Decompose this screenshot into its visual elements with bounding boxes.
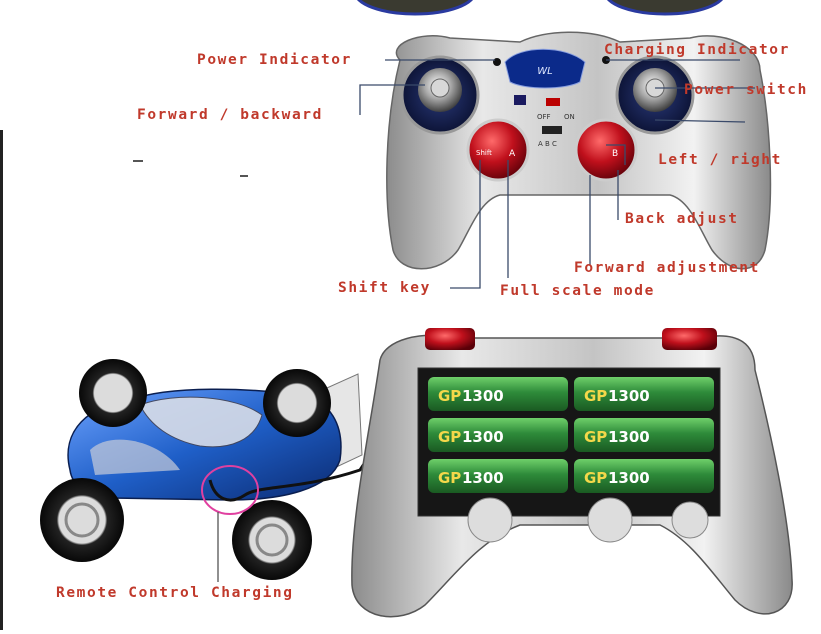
battery-brand: GP: [438, 428, 461, 446]
battery-brand: GP: [438, 387, 461, 405]
label-forward-adjustment: Forward adjustment: [574, 260, 760, 276]
top-controller: WL: [386, 31, 772, 270]
battery-brand: GP: [584, 387, 607, 405]
top-cropped-shapes: [357, 0, 723, 16]
bottom-controller: [351, 328, 793, 618]
dash-mark: [240, 175, 248, 177]
button-a-text: A: [509, 149, 516, 159]
button-b-text: B: [612, 149, 618, 159]
leader-lines: [359, 59, 755, 289]
label-full-scale-mode: Full scale mode: [500, 283, 655, 299]
shift-button-text: Shift: [476, 149, 492, 157]
battery-capacity: 1300: [608, 469, 650, 487]
battery-capacity: 1300: [462, 469, 504, 487]
dash-mark: [133, 160, 143, 162]
battery-brand: GP: [438, 469, 461, 487]
label-power-switch: Power switch: [684, 82, 808, 98]
battery-brand: GP: [584, 428, 607, 446]
label-forward-backward: Forward / backward: [137, 107, 323, 123]
switch-on-label: ON: [564, 113, 575, 121]
rc-car: [40, 359, 372, 582]
abc-label: A B C: [538, 140, 557, 148]
label-power-indicator: Power Indicator: [197, 52, 352, 68]
svg-text:WL: WL: [537, 66, 552, 77]
left-border: [0, 130, 3, 630]
label-left-right: Left / right: [658, 152, 782, 168]
label-back-adjust: Back adjust: [625, 211, 739, 227]
battery-capacity: 1300: [462, 387, 504, 405]
label-remote-control-charging: Remote Control Charging: [56, 585, 294, 601]
battery-capacity: 1300: [608, 387, 650, 405]
label-charging-indicator: Charging Indicator: [604, 42, 790, 58]
battery-brand: GP: [584, 469, 607, 487]
battery-capacity: 1300: [462, 428, 504, 446]
switch-off-label: OFF: [537, 113, 551, 121]
label-shift-key: Shift key: [338, 280, 431, 296]
battery-capacity: 1300: [608, 428, 650, 446]
